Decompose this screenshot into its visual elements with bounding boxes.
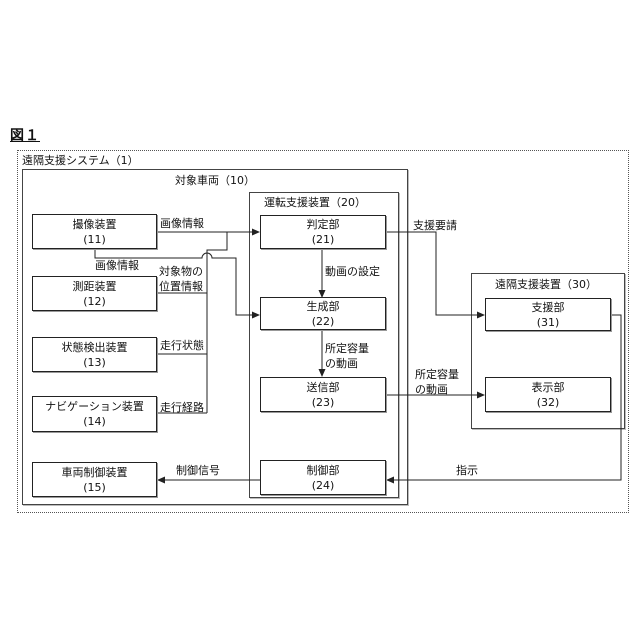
transmit-unit-number: (23) bbox=[312, 395, 335, 410]
label-run-state: 走行状態 bbox=[160, 339, 204, 353]
label-control-signal: 制御信号 bbox=[176, 464, 220, 478]
vehicle-control-name: 車両制御装置 bbox=[62, 465, 128, 480]
imaging-device-name: 撮像装置 bbox=[73, 217, 117, 232]
label-image-info-upper: 画像情報 bbox=[160, 217, 204, 231]
generate-unit-number: (22) bbox=[312, 314, 335, 329]
state-detector-name: 状態検出装置 bbox=[62, 340, 128, 355]
display-unit-box: 表示部 (32) bbox=[485, 377, 611, 412]
label-object-position-line1: 対象物の bbox=[159, 264, 203, 279]
state-detector-number: (13) bbox=[83, 355, 106, 370]
vehicle-control-number: (15) bbox=[83, 480, 106, 495]
ranging-device-number: (12) bbox=[83, 294, 106, 309]
transmit-unit-name: 送信部 bbox=[307, 380, 340, 395]
label-video-predetermined-line1: 所定容量 bbox=[325, 341, 369, 356]
navigation-device-box: ナビゲーション装置 (14) bbox=[32, 396, 157, 432]
label-video-output: 所定容量 の動画 bbox=[415, 367, 459, 397]
label-video-setting: 動画の設定 bbox=[325, 265, 380, 279]
label-object-position-line2: 位置情報 bbox=[159, 279, 203, 294]
arrow-judge-to-support bbox=[386, 232, 484, 315]
label-support-request: 支援要請 bbox=[413, 219, 457, 233]
label-object-position: 対象物の 位置情報 bbox=[159, 264, 203, 294]
label-run-route: 走行経路 bbox=[160, 401, 204, 415]
navigation-device-name: ナビゲーション装置 bbox=[45, 399, 144, 414]
generate-unit-box: 生成部 (22) bbox=[260, 297, 386, 330]
label-video-predetermined-line2: の動画 bbox=[325, 356, 369, 371]
imaging-device-box: 撮像装置 (11) bbox=[32, 214, 157, 249]
label-video-output-line1: 所定容量 bbox=[415, 367, 459, 382]
ranging-device-name: 測距装置 bbox=[73, 279, 117, 294]
label-video-output-line2: の動画 bbox=[415, 382, 459, 397]
display-unit-name: 表示部 bbox=[532, 380, 565, 395]
judge-unit-name: 判定部 bbox=[307, 217, 340, 232]
judge-unit-box: 判定部 (21) bbox=[260, 215, 386, 249]
display-unit-number: (32) bbox=[537, 395, 560, 410]
support-unit-name: 支援部 bbox=[532, 300, 565, 315]
state-detector-box: 状態検出装置 (13) bbox=[32, 337, 157, 372]
generate-unit-name: 生成部 bbox=[307, 299, 340, 314]
control-unit-number: (24) bbox=[312, 478, 335, 493]
vehicle-control-box: 車両制御装置 (15) bbox=[32, 462, 157, 497]
ranging-device-box: 測距装置 (12) bbox=[32, 276, 157, 311]
label-video-predetermined: 所定容量 の動画 bbox=[325, 341, 369, 371]
label-image-info-lower: 画像情報 bbox=[95, 259, 139, 273]
judge-unit-number: (21) bbox=[312, 232, 335, 247]
support-unit-box: 支援部 (31) bbox=[485, 298, 611, 331]
imaging-device-number: (11) bbox=[83, 232, 106, 247]
label-instruction: 指示 bbox=[456, 464, 478, 478]
navigation-device-number: (14) bbox=[83, 414, 106, 429]
control-unit-name: 制御部 bbox=[307, 463, 340, 478]
transmit-unit-box: 送信部 (23) bbox=[260, 377, 386, 412]
support-unit-number: (31) bbox=[537, 315, 560, 330]
control-unit-box: 制御部 (24) bbox=[260, 460, 386, 495]
